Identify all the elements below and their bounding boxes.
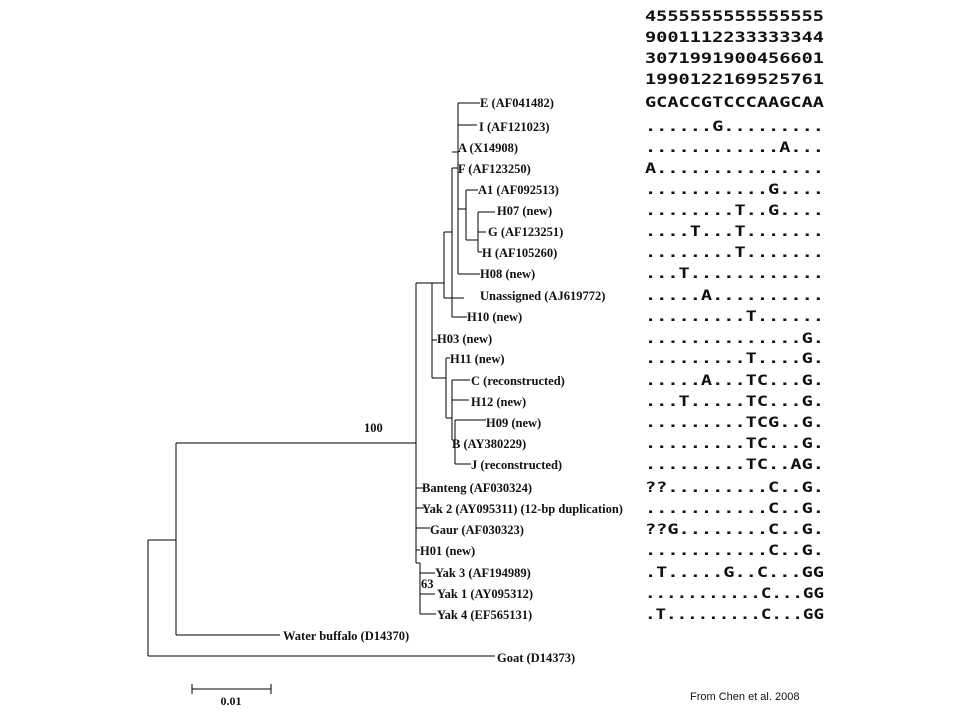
leaf-label: A (X14908) xyxy=(458,141,518,155)
leaf-label: Banteng (AF030324) xyxy=(422,481,532,495)
leaf-label: H12 (new) xyxy=(471,395,526,409)
alignment-row: ........T..G.... xyxy=(645,203,824,219)
alignment-row: .T.........C...GG xyxy=(645,607,824,623)
position-row: 4555555555555555 xyxy=(645,9,824,25)
leaf-label: E (AF041482) xyxy=(480,96,554,110)
leaf-label: H07 (new) xyxy=(497,204,552,218)
leaf-label: Yak 1 (AY095312) xyxy=(437,587,533,601)
alignment-rows: ......G......... ............A... A.....… xyxy=(645,119,824,623)
alignment-row: ....T...T....... xyxy=(645,224,824,240)
leaf-label: J (reconstructed) xyxy=(471,458,562,472)
leaf-label: C (reconstructed) xyxy=(471,374,565,388)
alignment-row: ..............G. xyxy=(645,331,824,347)
tree-branches xyxy=(147,102,495,657)
alignment-row: .........TC..AG. xyxy=(645,457,824,473)
leaf-label: H08 (new) xyxy=(480,267,535,281)
leaf-labels: E (AF041482) I (AF121023) A (X14908) F (… xyxy=(283,96,623,665)
position-row: 9001112233333344 xyxy=(645,30,824,46)
alignment-row: ...........C...GG xyxy=(645,586,824,602)
leaf-label: Yak 2 (AY095311) (12-bp duplication) xyxy=(422,502,623,516)
leaf-label: B (AY380229) xyxy=(452,437,526,451)
bootstrap-value: 100 xyxy=(364,421,383,435)
alignment-row: .........T...... xyxy=(645,309,824,325)
leaf-label: H03 (new) xyxy=(437,332,492,346)
position-row: 3071991900456601 xyxy=(645,51,824,67)
leaf-label: I (AF121023) xyxy=(479,120,549,134)
alignment-header: 4555555555555555 9001112233333344 307199… xyxy=(645,9,825,111)
alignment-row: A............... xyxy=(645,161,824,177)
alignment-row: ...T............ xyxy=(645,266,824,282)
reference-sequence: GCACCGTCCCAAGCAA xyxy=(645,95,825,111)
leaf-label: Yak 4 (EF565131) xyxy=(437,608,532,622)
leaf-label: H (AF105260) xyxy=(482,246,557,260)
leaf-label: Gaur (AF030323) xyxy=(430,523,524,537)
alignment-row: ............A... xyxy=(645,140,824,156)
alignment-row: ??G........C..G. xyxy=(645,522,824,538)
alignment-row: ...........C..G. xyxy=(645,543,824,559)
alignment-row: ...........C..G. xyxy=(645,501,824,517)
alignment-row: ......G......... xyxy=(645,119,824,135)
leaf-label: H09 (new) xyxy=(486,416,541,430)
alignment-row: ??.........C..G. xyxy=(645,480,824,496)
alignment-row: ...........G.... xyxy=(645,182,824,198)
alignment-row: .....A...TC...G. xyxy=(645,373,824,389)
leaf-label: F (AF123250) xyxy=(458,162,531,176)
alignment-row: .........T....G. xyxy=(645,351,824,367)
alignment-row: ........T....... xyxy=(645,245,824,261)
leaf-label: Water buffalo (D14370) xyxy=(283,629,409,643)
leaf-label: H11 (new) xyxy=(450,352,505,366)
leaf-label: G (AF123251) xyxy=(488,225,563,239)
alignment-row: .....A.......... xyxy=(645,288,824,304)
alignment-row: ...T.....TC...G. xyxy=(645,394,824,410)
leaf-label: Unassigned (AJ619772) xyxy=(480,289,605,303)
scale-label: 0.01 xyxy=(221,694,242,708)
leaf-label: Goat (D14373) xyxy=(497,651,575,665)
alignment-row: .........TCG..G. xyxy=(645,415,824,431)
leaf-label: H01 (new) xyxy=(420,544,475,558)
alignment-row: .T.....G..C...GG xyxy=(645,565,824,581)
position-row: 1990122169525761 xyxy=(645,72,824,88)
scale-bar: 0.01 xyxy=(191,684,272,708)
leaf-label: H10 (new) xyxy=(467,310,522,324)
leaf-label: A1 (AF092513) xyxy=(478,183,559,197)
alignment-row: .........TC...G. xyxy=(645,436,824,452)
bootstrap-value: 63 xyxy=(421,577,434,591)
source-credit: From Chen et al. 2008 xyxy=(690,691,799,703)
leaf-label: Yak 3 (AF194989) xyxy=(435,566,531,580)
